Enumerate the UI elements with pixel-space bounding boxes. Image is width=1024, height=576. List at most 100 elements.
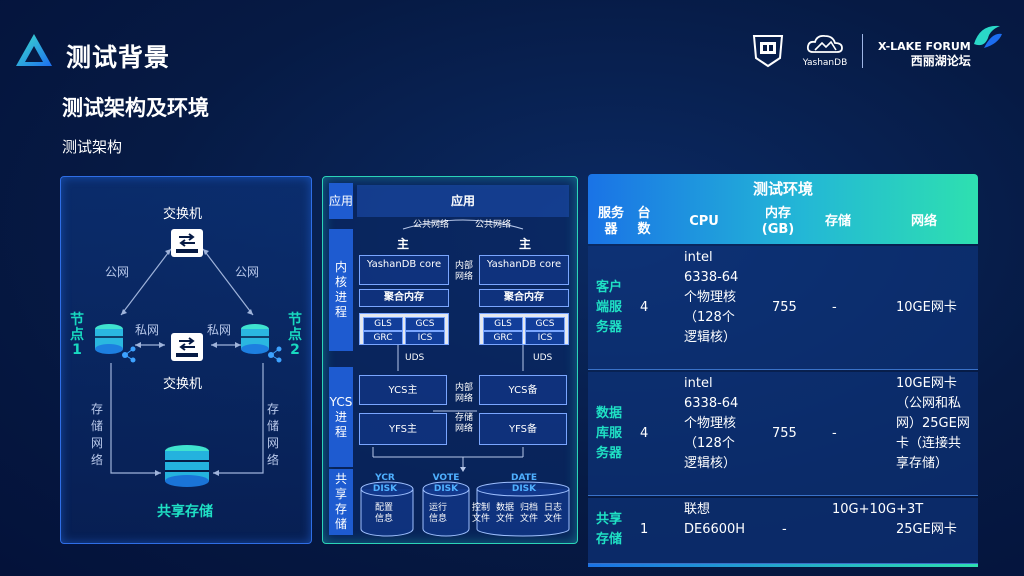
run-info: 运行信息 [428, 503, 447, 524]
env-table-title: 测试环境 [752, 180, 813, 198]
gcs-left: GCS [405, 317, 445, 331]
shared-storage-label: 共享存储 [157, 504, 213, 520]
date-disk-label: DATE DISK [510, 473, 538, 494]
forum-name-en: X-LAKE FORUM [878, 40, 971, 53]
public-net-right-label: 公网 [235, 265, 260, 279]
storage-net-right-label: 存储网络 [267, 402, 280, 467]
brand-divider [862, 34, 863, 68]
node2-label: 节点2 [288, 312, 302, 358]
disk-cylinders [360, 481, 570, 537]
table-row: 数据库服务器 4 intel 6338-64个物理核（128个逻辑核） 755 … [588, 372, 978, 496]
table-bottom-bar [588, 564, 978, 567]
row2-name: 数据库服务器 [596, 406, 623, 461]
row3-mem: - [782, 522, 787, 537]
section-label: 测试架构 [62, 138, 123, 156]
forum-mark-icon [974, 25, 1002, 48]
grc-left: GRC [363, 331, 403, 345]
page-subtitle: 测试架构及环境 [62, 96, 209, 120]
node1-label: 节点1 [70, 312, 84, 358]
kernel-right-master: 主 [519, 237, 532, 251]
row1-name: 客户端服务器 [596, 280, 623, 335]
row1-count: 4 [640, 300, 649, 315]
switch-mid-label: 交换机 [163, 377, 203, 392]
row3-cpu: 联想DE6600H [684, 502, 746, 537]
grc-right: GRC [483, 331, 523, 345]
kernel-right-core: YashanDB core [479, 255, 569, 285]
row2-count: 4 [640, 426, 649, 441]
internal-net-ycs: 内部网络 [454, 383, 473, 404]
gcs-right: GCS [525, 317, 565, 331]
yfs-master: YFS主 [359, 413, 447, 445]
kernel-left-services: GLS GCS GRC ICS [359, 313, 449, 345]
shared-storage-icon [165, 445, 209, 487]
row2-mem: 755 [772, 426, 797, 441]
row1-cpu: intel 6338-64个物理核（128个逻辑核） [684, 250, 739, 345]
switch-mid-icon [171, 333, 203, 361]
log-file: 日志文件 [543, 503, 562, 524]
env-table: 测试环境 服务器 台数 CPU 内存(GB) 存储 网络 客户端服务器 4 in… [588, 174, 978, 568]
forum-name-cn: 西丽湖论坛 [910, 54, 971, 68]
cloud-logo-icon [806, 34, 843, 53]
university-logo-icon [752, 35, 784, 68]
row1-storage: - [832, 300, 837, 315]
forum-logo: X-LAKE FORUM 西丽湖论坛 [878, 40, 971, 68]
private-net-right-label: 私网 [207, 323, 232, 337]
yfs-backup: YFS备 [479, 413, 567, 445]
band-ycs: YCS进程 [329, 367, 353, 467]
public-net-right: 公共网络 [475, 220, 512, 230]
gls-right: GLS [483, 317, 523, 331]
row1-mem: 755 [772, 300, 797, 315]
band-kernel: 内核进程 [329, 229, 353, 351]
storage-net-left-label: 存储网络 [91, 402, 104, 467]
th-network: 网络 [910, 214, 937, 229]
table-row: 客户端服务器 4 intel 6338-64个物理核（128个逻辑核） 755 … [588, 246, 978, 370]
switch-icon [171, 229, 203, 257]
public-net-left-label: 公网 [105, 265, 130, 279]
th-storage: 存储 [824, 214, 851, 229]
uds-right: UDS [533, 353, 553, 363]
row3-count: 1 [640, 522, 649, 537]
th-count: 台数 [637, 206, 651, 237]
env-table-header: 测试环境 服务器 台数 CPU 内存(GB) 存储 网络 [588, 174, 978, 244]
ycs-master: YCS主 [359, 375, 447, 405]
ics-left: ICS [405, 331, 445, 345]
row2-storage: - [832, 426, 837, 441]
process-stack-panel: 应用 内核进程 YCS进程 共享存储 应用 公共网络 公共网络 主 Yashan… [322, 176, 578, 544]
kernel-right-aggmem: 聚合内存 [479, 289, 569, 307]
data-file: 数据文件 [495, 503, 514, 524]
kernel-right-services: GLS GCS GRC ICS [479, 313, 569, 345]
kernel-left-master: 主 [397, 237, 410, 251]
kernel-left-core: YashanDB core [359, 255, 449, 285]
ycr-disk-label: YCR DISK [372, 473, 398, 494]
ycs-backup: YCS备 [479, 375, 567, 405]
gls-left: GLS [363, 317, 403, 331]
yashandb-logo: YashanDB [800, 32, 850, 70]
topology-lines [110, 248, 264, 476]
row3-name: 共享存储 [596, 512, 623, 547]
public-net-left: 公共网络 [413, 220, 450, 230]
topology-panel: 交换机 公网 公网 节点1 节点2 私网 私网 交换机 存储网络 存储网络 [60, 176, 312, 544]
config-info: 配置信息 [374, 503, 393, 524]
internal-net-kernel: 内部网络 [454, 261, 473, 282]
control-file: 控制文件 [471, 503, 490, 524]
vote-disk-label: VOTE DISK [432, 473, 460, 494]
row3-storage: 10G+10G+3T [832, 502, 924, 517]
storage-net-ycs: 存储网络 [454, 413, 473, 434]
kernel-left-aggmem: 聚合内存 [359, 289, 449, 307]
ics-right: ICS [525, 331, 565, 345]
row2-network: 10GE网卡（公网和私网）25GE网卡（连接共享存储） [896, 376, 970, 471]
switch-top-label: 交换机 [163, 207, 203, 222]
table-row: 共享存储 1 联想DE6600H - 10G+10G+3T 25GE网卡 [588, 498, 978, 564]
row1-network: 10GE网卡 [896, 300, 957, 315]
node2-db-icon [241, 324, 282, 363]
private-net-left-label: 私网 [135, 323, 160, 337]
band-shared: 共享存储 [329, 469, 353, 535]
th-server: 服务器 [597, 206, 624, 237]
page-title: 测试背景 [66, 43, 171, 72]
uds-left: UDS [405, 353, 425, 363]
row3-network: 25GE网卡 [896, 522, 957, 537]
yashandb-wordmark: YashanDB [802, 58, 848, 68]
row2-cpu: intel 6338-64个物理核（128个逻辑核） [684, 376, 739, 471]
node1-db-icon [95, 324, 136, 363]
brand-triangle-icon [16, 34, 52, 66]
